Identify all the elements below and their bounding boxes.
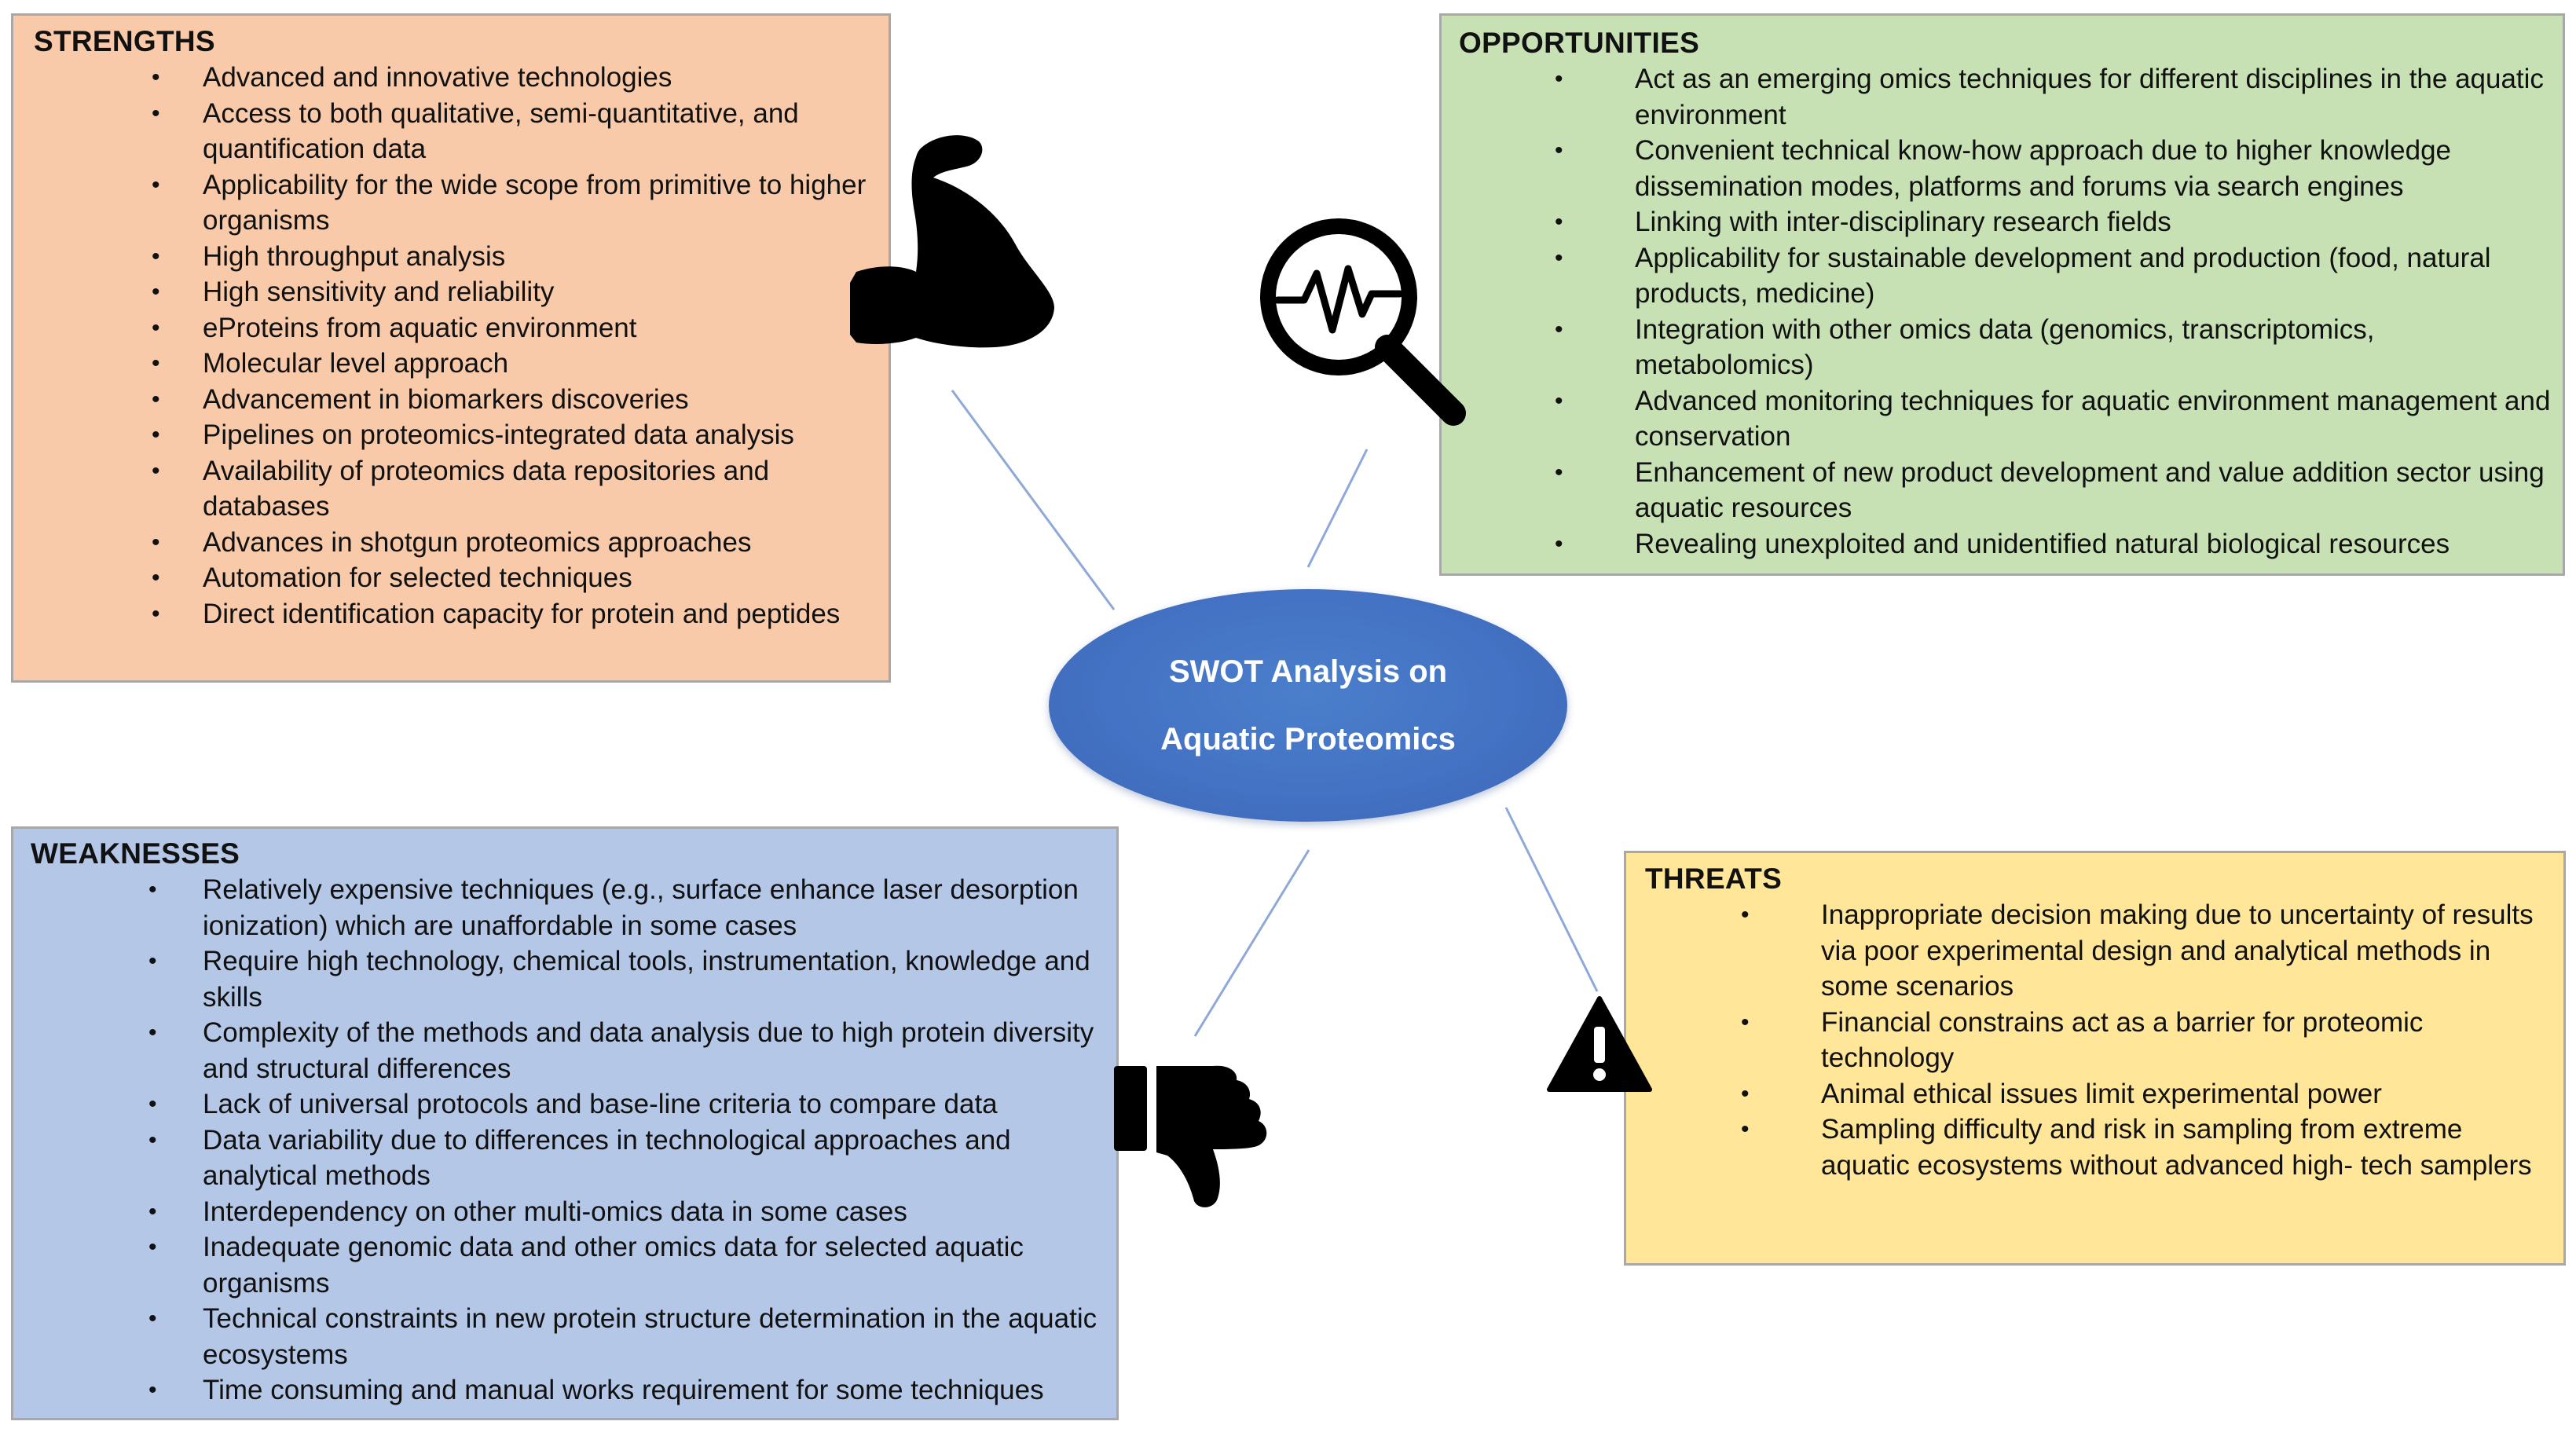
magnifier-pulse-icon [1260, 218, 1466, 426]
swot-center-ellipse: SWOT Analysis on Aquatic Proteomics [1049, 589, 1567, 822]
threats-item: Sampling difficulty and risk in sampling… [1645, 1112, 2554, 1183]
opportunities-item: Integration with other omics data (genom… [1459, 312, 2553, 383]
strengths-item: Molecular level approach [34, 346, 879, 382]
weaknesses-item: Inadequate genomic data and other omics … [31, 1229, 1107, 1301]
opportunities-item: Convenient technical know-how approach d… [1459, 133, 2553, 204]
strengths-item: High sensitivity and reliability [34, 274, 879, 310]
threats-title: THREATS [1645, 863, 1783, 895]
strengths-item: Availability of proteomics data reposito… [34, 453, 879, 525]
strengths-list: Advanced and innovative technologies Acc… [34, 60, 879, 632]
threats-item: Inappropriate decision making due to unc… [1645, 897, 2554, 1005]
opportunities-item: Enhancement of new product development a… [1459, 455, 2553, 526]
weaknesses-item: Relatively expensive techniques (e.g., s… [31, 872, 1107, 943]
flexed-bicep-icon [850, 135, 1054, 348]
strengths-item: Automation for selected techniques [34, 560, 879, 596]
weaknesses-item: Technical constraints in new protein str… [31, 1301, 1107, 1372]
opportunities-list: Act as an emerging omics techniques for … [1459, 61, 2553, 562]
strengths-item: Direct identification capacity for prote… [34, 596, 879, 632]
weaknesses-item: Lack of universal protocols and base-lin… [31, 1086, 1107, 1123]
threats-item: Animal ethical issues limit experimental… [1645, 1076, 2554, 1112]
strengths-box: STRENGTHS Advanced and innovative techno… [11, 13, 891, 683]
opportunities-box: OPPORTUNITIES Act as an emerging omics t… [1439, 13, 2565, 576]
weaknesses-item: Require high technology, chemical tools,… [31, 943, 1107, 1015]
opportunities-item: Linking with inter-disciplinary research… [1459, 204, 2553, 240]
strengths-item: Advances in shotgun proteomics approache… [34, 525, 879, 561]
weaknesses-item: Data variability due to differences in t… [31, 1123, 1107, 1194]
strengths-title: STRENGTHS [34, 25, 215, 57]
weaknesses-title: WEAKNESSES [31, 837, 240, 870]
center-title-line2: Aquatic Proteomics [1160, 722, 1456, 756]
threats-list: Inappropriate decision making due to unc… [1645, 897, 2554, 1183]
threats-item: Financial constrains act as a barrier fo… [1645, 1005, 2554, 1076]
strengths-item: Applicability for the wide scope from pr… [34, 167, 879, 239]
center-title-line1: SWOT Analysis on [1168, 654, 1448, 689]
connector-threats [1504, 807, 1599, 992]
weaknesses-item: Interdependency on other multi-omics dat… [31, 1194, 1107, 1230]
opportunities-item: Advanced monitoring techniques for aquat… [1459, 383, 2553, 455]
connector-strengths [951, 390, 1116, 610]
strengths-item: Access to both qualitative, semi-quantit… [34, 96, 879, 167]
strengths-item: Pipelines on proteomics-integrated data … [34, 417, 879, 453]
threats-box: THREATS Inappropriate decision making du… [1624, 851, 2566, 1266]
connector-opportunities [1306, 449, 1369, 568]
opportunities-item: Act as an emerging omics techniques for … [1459, 61, 2553, 133]
strengths-item: Advanced and innovative technologies [34, 60, 879, 96]
opportunities-title: OPPORTUNITIES [1459, 27, 1700, 59]
opportunities-item: Applicability for sustainable developmen… [1459, 240, 2553, 312]
thumbs-down-icon [1114, 1065, 1267, 1207]
weaknesses-item: Time consuming and manual works requirem… [31, 1372, 1107, 1409]
weaknesses-box: WEAKNESSES Relatively expensive techniqu… [11, 826, 1119, 1420]
strengths-item: High throughput analysis [34, 239, 879, 275]
connector-weaknesses [1193, 849, 1310, 1037]
weaknesses-list: Relatively expensive techniques (e.g., s… [31, 872, 1107, 1409]
strengths-item: Advancement in biomarkers discoveries [34, 382, 879, 418]
opportunities-item: Revealing unexploited and unidentified n… [1459, 526, 2553, 562]
warning-icon [1547, 996, 1652, 1092]
weaknesses-item: Complexity of the methods and data analy… [31, 1015, 1107, 1086]
strengths-item: eProteins from aquatic environment [34, 310, 879, 346]
